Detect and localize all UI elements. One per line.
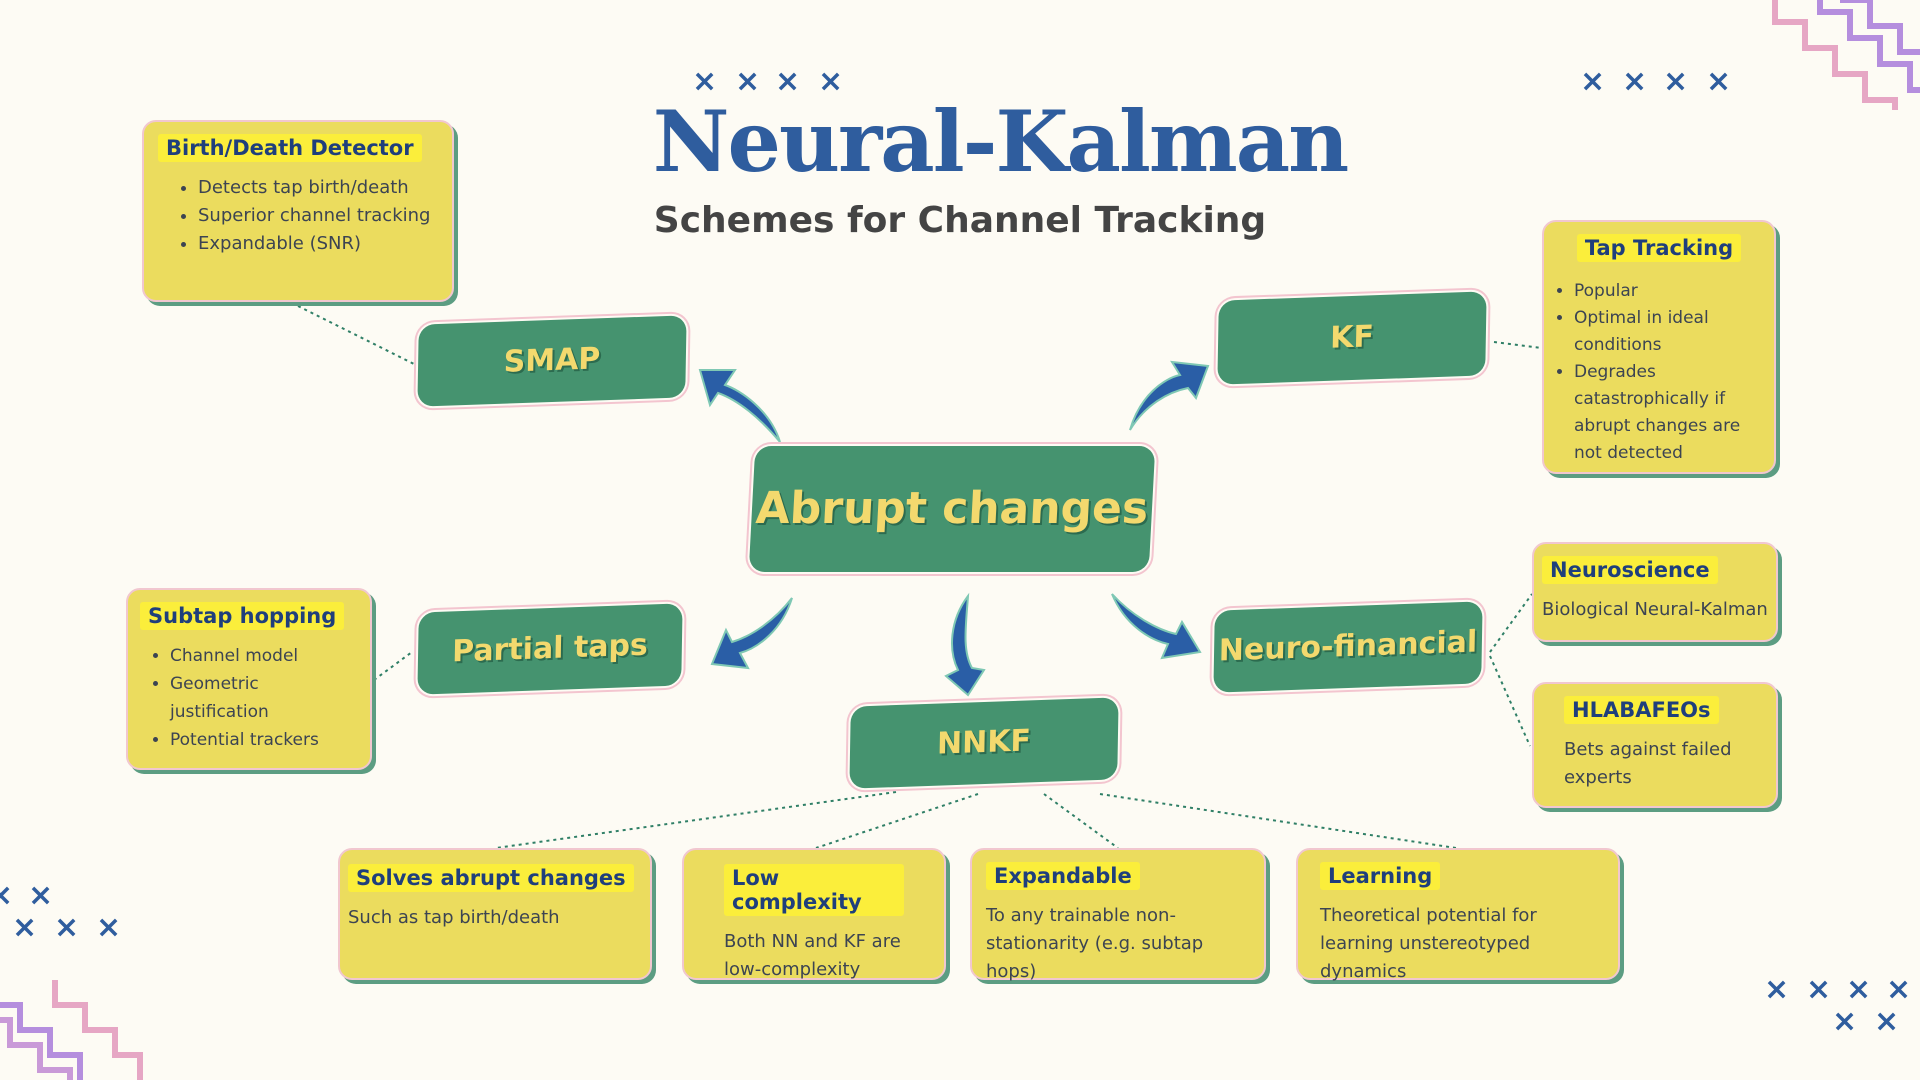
arrow-to-kf (1129, 360, 1210, 431)
card-subtap-title: Subtap hopping (140, 602, 345, 630)
decor-x-top-left-1: × (692, 64, 718, 99)
list-item: Geometric justification (170, 670, 358, 726)
decor-x-top-left-3: × (775, 64, 801, 99)
node-nnkf-label: NNKF (936, 723, 1032, 762)
node-nnkf: NNKF (849, 697, 1119, 789)
card-solves-abrupt-changes: Solves abrupt changes Such as tap birth/… (338, 848, 652, 980)
arrow-to-smap (698, 369, 781, 443)
card-neuroscience-title: Neuroscience (1542, 556, 1718, 584)
list-item: Degrades catastrophically if abrupt chan… (1574, 359, 1766, 467)
card-hlabafeos-title: HLABAFEOs (1564, 696, 1719, 724)
card-birth-death-detector: Birth/Death Detector Detects tap birth/d… (142, 120, 454, 302)
card-low-complexity-text: Both NN and KF are low-complexity (724, 931, 901, 980)
decor-x-bl-2: × (28, 878, 54, 913)
list-item: Expandable (SNR) (198, 230, 438, 258)
card-learning-title: Learning (1320, 862, 1441, 890)
node-neuro-financial-label: Neuro-financial (1218, 624, 1478, 669)
card-learning-text: Theoretical potential for learning unste… (1320, 905, 1537, 982)
card-expandable-text: To any trainable non-stationarity (e.g. … (986, 905, 1204, 982)
list-item: Optimal in ideal conditions (1574, 305, 1766, 359)
card-subtap-list: Channel model Geometric justification Po… (140, 642, 358, 754)
decor-x-br-3: × (1846, 972, 1872, 1007)
node-partial-taps-label: Partial taps (451, 627, 649, 670)
card-expandable-title: Expandable (986, 862, 1140, 890)
card-hlabafeos: HLABAFEOs Bets against failed experts (1532, 682, 1778, 808)
node-kf: KF (1217, 291, 1487, 385)
list-item: Popular (1574, 278, 1766, 305)
list-item: Detects tap birth/death (198, 174, 438, 202)
decor-x-br-6: × (1874, 1004, 1900, 1039)
card-birth-death-list: Detects tap birth/death Superior channel… (158, 174, 438, 258)
decor-x-top-left-2: × (735, 64, 761, 99)
decor-x-top-left-4: × (818, 64, 844, 99)
center-node-label: Abrupt changes (754, 483, 1150, 534)
decor-x-top-right-3: × (1663, 64, 1689, 99)
node-neuro-financial: Neuro-financial (1213, 601, 1483, 693)
list-item: Superior channel tracking (198, 202, 438, 230)
decor-steps-top-right (1772, 0, 1920, 110)
decor-x-bl-4: × (54, 910, 80, 945)
decor-x-top-right-4: × (1706, 64, 1732, 99)
arrow-to-neuro-financial (1111, 593, 1202, 660)
decor-x-bl-3: × (12, 910, 38, 945)
card-solves-text: Such as tap birth/death (348, 907, 560, 928)
card-low-complexity-title: Low complexity (724, 864, 904, 916)
card-tap-tracking-list: Popular Optimal in ideal conditions Degr… (1552, 278, 1766, 467)
card-low-complexity: Low complexity Both NN and KF are low-co… (682, 848, 946, 980)
card-birth-death-title: Birth/Death Detector (158, 134, 422, 162)
card-solves-title: Solves abrupt changes (348, 864, 634, 892)
card-tap-tracking: Tap Tracking Popular Optimal in ideal co… (1542, 220, 1776, 474)
card-expandable: Expandable To any trainable non-stationa… (970, 848, 1266, 982)
card-neuroscience-text: Biological Neural-Kalman (1542, 599, 1768, 620)
card-learning: Learning Theoretical potential for learn… (1296, 848, 1620, 982)
page-title: Neural-Kalman (652, 92, 1349, 191)
decor-x-br-4: × (1886, 972, 1912, 1007)
card-tap-tracking-title: Tap Tracking (1576, 234, 1742, 262)
card-neuroscience: Neuroscience Biological Neural-Kalman (1532, 542, 1778, 642)
decor-x-top-right-2: × (1622, 64, 1648, 99)
decor-x-top-right-1: × (1580, 64, 1606, 99)
page-subtitle: Schemes for Channel Tracking (653, 200, 1267, 241)
decor-x-br-5: × (1832, 1004, 1858, 1039)
center-node-abrupt-changes: Abrupt changes (748, 446, 1156, 572)
decor-steps-bottom-left (0, 980, 143, 1080)
card-hlabafeos-text: Bets against failed experts (1564, 739, 1732, 788)
node-partial-taps: Partial taps (417, 603, 683, 695)
node-smap-label: SMAP (503, 341, 601, 380)
card-subtap-hopping: Subtap hopping Channel model Geometric j… (126, 588, 372, 770)
decor-x-bl-5: × (96, 910, 122, 945)
node-kf-label: KF (1329, 319, 1375, 356)
decor-x-br-1: × (1764, 972, 1790, 1007)
arrow-to-partial-taps (710, 597, 793, 670)
node-smap: SMAP (417, 315, 687, 407)
decor-x-br-2: × (1806, 972, 1832, 1007)
list-item: Channel model (170, 642, 358, 670)
list-item: Potential trackers (170, 726, 358, 754)
arrow-to-nnkf (944, 592, 986, 697)
decor-x-bl-1: × (0, 878, 14, 913)
